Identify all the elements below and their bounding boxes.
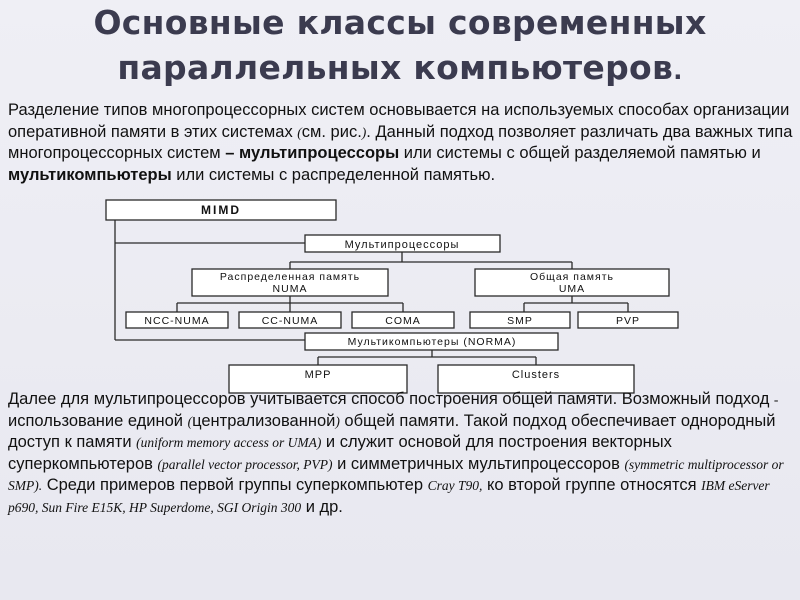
- node-shared-memory: Общая память UMA: [474, 268, 670, 297]
- p2-text-6: Среди примеров первой группы суперкомпью…: [42, 476, 428, 494]
- intro-text-3: или системы с общей разделяемой памятью …: [399, 144, 761, 162]
- node-multicomputers: Мультикомпьютеры (NORMA): [304, 332, 559, 351]
- node-coma-label: COMA: [385, 315, 421, 327]
- p2-dash: -: [773, 392, 779, 407]
- node-shared-label-1: Общая память: [530, 271, 614, 283]
- slide-title-line2-text: параллельных компьютеров: [117, 48, 674, 87]
- p2-text-7: ко второй группе относятся: [482, 476, 702, 494]
- node-multiprocessors: Мультипроцессоры: [304, 234, 501, 253]
- node-cc-numa-label: CC-NUMA: [262, 315, 319, 327]
- p2-term-smp: (symmetric multiprocessor or SMP).: [8, 456, 784, 494]
- p2-text-3: общей памяти. Такой подход обеспечивает …: [8, 411, 776, 452]
- node-distributed-label-2: NUMA: [273, 283, 308, 295]
- node-shared-label-2: UMA: [559, 283, 585, 295]
- intro-text-4: или системы с распределенной памятью.: [171, 165, 496, 184]
- intro-paragraph: Разделение типов многопроцессорных систе…: [8, 100, 794, 186]
- node-smp-label: SMP: [507, 315, 533, 327]
- node-pvp-label: PVP: [616, 315, 640, 327]
- diagram-connectors: [114, 220, 629, 365]
- node-distributed-label-1: Распределенная память: [220, 271, 360, 283]
- node-mimd: MIMD: [105, 199, 337, 221]
- intro-text-2: . Данный подход позволяет различать два …: [8, 122, 793, 163]
- p2-text-5: и симметричных мультипроцессоров: [332, 454, 625, 473]
- p2-paren-close: ): [335, 413, 340, 429]
- shared-memory-paragraph: Далее для мультипроцессоров учитывается …: [8, 389, 794, 518]
- p2-text-4: и служит основой для построения векторны…: [8, 433, 672, 473]
- p2-text-2: использование единой: [8, 411, 188, 430]
- intro-text-see-figure: см. рис.: [301, 122, 362, 141]
- node-ncc-numa: NCC-NUMA: [125, 311, 229, 329]
- node-mimd-label: MIMD: [201, 203, 241, 217]
- p2-example-cray: Cray T90,: [427, 478, 483, 493]
- p2-term-uma: (uniform memory access or UMA): [136, 435, 322, 450]
- intro-paren-open: (: [297, 124, 302, 140]
- node-distributed-memory: Распределенная память NUMA: [191, 268, 389, 297]
- node-multiprocessors-label: Мультипроцессоры: [345, 239, 460, 251]
- p2-example-servers: IBM eServer p690, Sun Fire E15K, HP Supe…: [8, 478, 770, 515]
- node-smp: SMP: [469, 311, 571, 329]
- node-coma: COMA: [351, 311, 455, 329]
- node-multicomputers-label: Мультикомпьютеры (NORMA): [348, 336, 517, 348]
- slide-title-line2: параллельных компьютеров.: [0, 45, 800, 94]
- node-ncc-numa-label: NCC-NUMA: [144, 315, 209, 327]
- term-multicomputers: мультикомпьютеры: [8, 165, 172, 184]
- p2-text-1: Далее для мультипроцессоров учитывается …: [8, 390, 774, 408]
- slide-title-line1: Основные классы современных: [93, 3, 707, 42]
- intro-text-1: Разделение типов многопроцессорных систе…: [8, 101, 790, 141]
- node-clusters-label: Clusters: [512, 369, 560, 381]
- intro-dash: –: [225, 144, 235, 162]
- node-cc-numa: CC-NUMA: [238, 311, 342, 329]
- slide-title-dot: .: [673, 57, 683, 85]
- intro-paren-close: ): [361, 124, 367, 140]
- node-mpp-label: MPP: [305, 369, 332, 381]
- p2-text-centralized: централизованной: [192, 411, 336, 430]
- slide-title: Основные классы современных параллельных…: [0, 0, 800, 94]
- p2-paren-open: (: [187, 413, 193, 429]
- term-multiprocessors: мультипроцессоры: [239, 144, 400, 162]
- p2-term-pvp: (parallel vector processor, PVP): [157, 456, 333, 472]
- node-pvp: PVP: [577, 311, 679, 329]
- p2-text-8: и др.: [301, 497, 343, 516]
